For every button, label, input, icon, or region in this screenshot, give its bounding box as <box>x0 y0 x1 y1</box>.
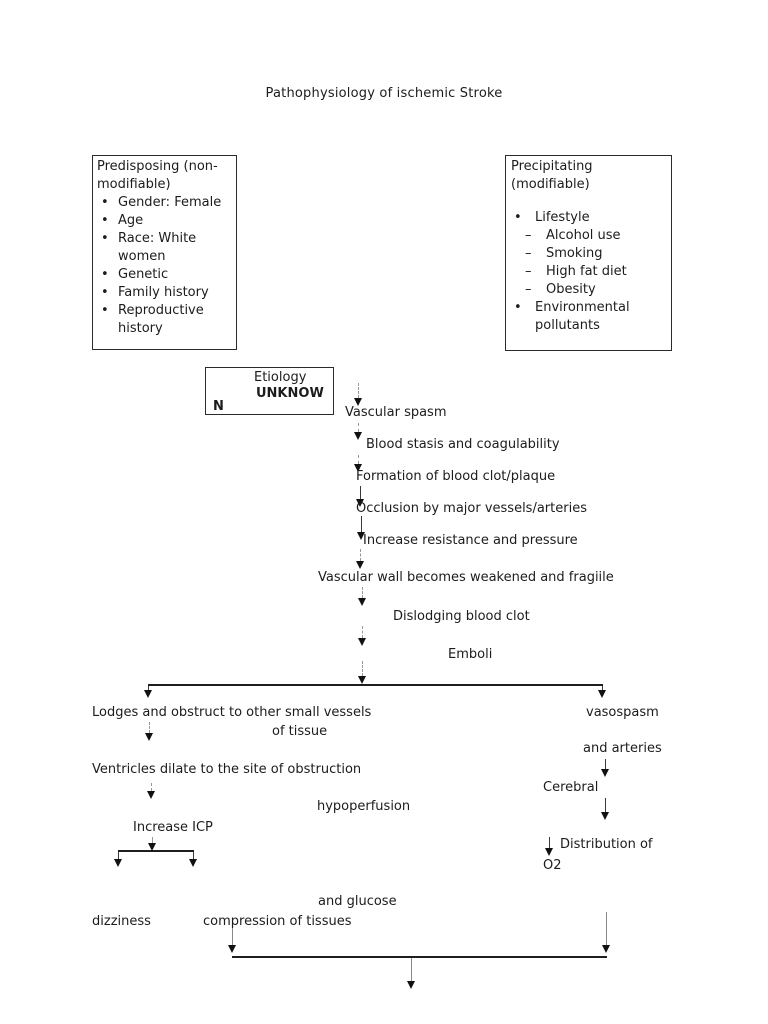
list-item: Age <box>93 212 236 230</box>
arrow-down-icon <box>601 798 609 820</box>
node-distribution-of-o2-2: O2 <box>543 858 562 873</box>
list-item: Genetic <box>93 266 236 284</box>
etiology-value-overflow: N <box>213 399 224 414</box>
arrow-down-icon <box>356 486 364 507</box>
predisposing-title: Predisposing (non-modifiable) <box>97 159 218 192</box>
arrow-down-icon <box>356 549 364 569</box>
etiology-value: UNKNOW <box>256 386 324 401</box>
convergence-line <box>232 956 607 958</box>
node-and-arteries: and arteries <box>583 741 662 756</box>
node-occlusion: Occlusion by major vessels/arteries <box>356 501 587 516</box>
node-dislodging-clot: Dislodging blood clot <box>393 609 530 624</box>
node-increase-resistance: Increase resistance and pressure <box>363 533 578 548</box>
precipitating-list: Lifestyle Alcohol use Smoking High fat d… <box>506 209 671 335</box>
arrow-down-icon <box>357 516 365 540</box>
arrow-down-icon <box>601 759 609 777</box>
arrow-down-icon <box>228 928 236 953</box>
node-lodges-obstruct: Lodges and obstruct to other small vesse… <box>92 705 372 720</box>
arrow-down-icon <box>148 837 156 851</box>
arrow-down-icon <box>354 423 362 440</box>
precipitating-box: Precipitating (modifiable) Lifestyle Alc… <box>505 155 672 351</box>
arrow-down-icon <box>358 661 366 684</box>
etiology-box: Etiology UNKNOW N <box>205 367 334 415</box>
node-distribution-of-o2: Distribution of <box>560 837 653 852</box>
icp-split-line <box>118 850 194 852</box>
node-compression-of-tissues: compression of tissues <box>203 914 352 929</box>
node-vascular-wall: Vascular wall becomes weakened and fragi… <box>318 570 614 585</box>
node-lodges-obstruct-2: of tissue <box>272 724 328 739</box>
node-and-glucose: and glucose <box>318 894 397 909</box>
list-item: Race: White women <box>93 230 236 266</box>
list-item: Smoking <box>506 245 671 263</box>
list-item: Gender: Female <box>93 194 236 212</box>
node-blood-stasis: Blood stasis and coagulability <box>366 437 560 452</box>
predisposing-box: Predisposing (non-modifiable) Gender: Fe… <box>92 155 237 350</box>
arrow-down-icon <box>602 912 610 953</box>
predisposing-list: Gender: Female Age Race: White women Gen… <box>93 194 236 338</box>
list-item: Obesity <box>506 281 671 299</box>
node-hypoperfusion: hypoperfusion <box>317 799 411 814</box>
arrow-down-icon <box>147 783 155 799</box>
list-item: High fat diet <box>506 263 671 281</box>
arrow-down-icon <box>144 686 152 698</box>
list-item: Reproductive history <box>93 302 236 338</box>
branch-line <box>148 684 603 686</box>
arrow-down-icon <box>358 626 366 646</box>
arrow-down-icon <box>354 455 362 472</box>
arrow-down-icon <box>145 722 153 741</box>
list-item: Lifestyle <box>506 209 671 227</box>
node-cerebral: Cerebral <box>543 780 599 795</box>
node-dizziness: dizziness <box>92 914 151 929</box>
arrow-down-icon <box>189 852 197 867</box>
node-vascular-spasm: Vascular spasm <box>345 405 447 420</box>
precipitating-title: Precipitating (modifiable) <box>511 159 593 192</box>
arrow-down-icon <box>354 383 362 406</box>
list-item: Family history <box>93 284 236 302</box>
arrow-down-icon <box>358 587 366 606</box>
arrow-down-icon <box>407 958 415 989</box>
arrow-down-icon <box>114 852 122 867</box>
node-vasospasm: vasospasm <box>586 705 659 720</box>
arrow-down-icon <box>545 837 553 856</box>
node-clot-formation: Formation of blood clot/plaque <box>356 469 556 484</box>
page-title: Pathophysiology of ischemic Stroke <box>265 86 503 101</box>
list-item: Alcohol use <box>506 227 671 245</box>
arrow-down-icon <box>598 686 606 698</box>
node-ventricles-dilate: Ventricles dilate to the site of obstruc… <box>92 762 362 777</box>
node-increase-icp: Increase ICP <box>133 820 213 835</box>
node-emboli: Emboli <box>448 647 493 662</box>
etiology-label: Etiology <box>254 370 307 385</box>
list-item: Environmental pollutants <box>506 299 671 335</box>
